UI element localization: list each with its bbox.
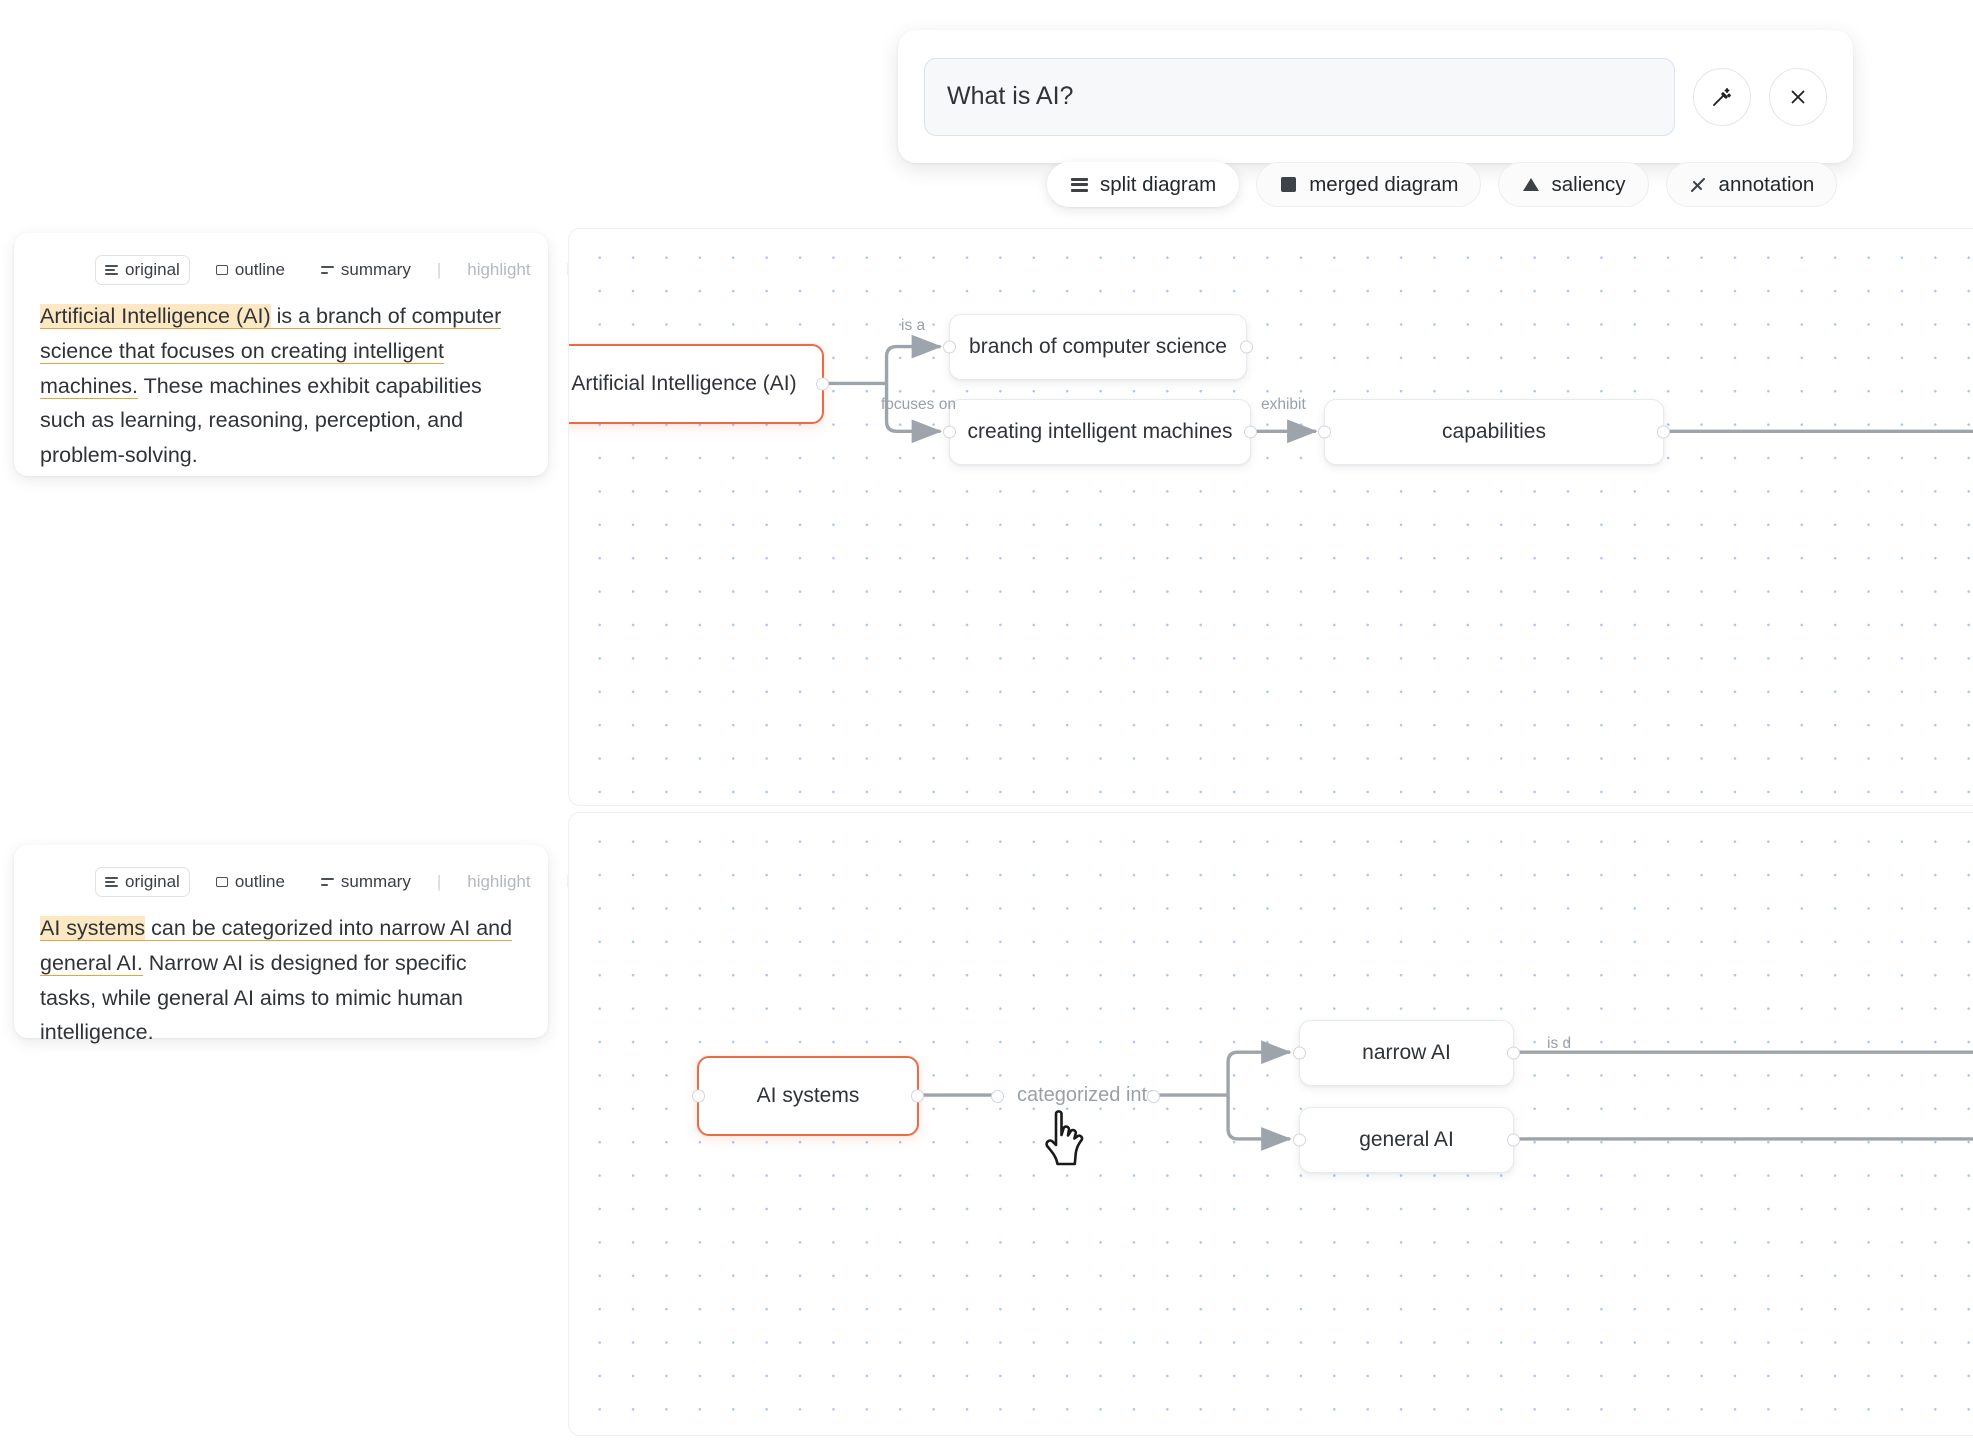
summary-lines-icon	[320, 878, 334, 886]
plain-text: Narrow AI is designed for specific tasks…	[40, 950, 467, 1045]
card-text: Artificial Intelligence (AI) is a branch…	[40, 299, 522, 473]
pen-slash-icon	[1689, 175, 1708, 194]
node-handle-left[interactable]	[943, 425, 956, 439]
mountain-icon	[1521, 175, 1540, 194]
text-card: original outline summary | highlight hid…	[14, 845, 599, 1044]
card-tabs: original outline summary | highlight hid…	[40, 867, 599, 897]
card-text: AI systems can be categorized into narro…	[40, 911, 522, 1050]
node-handle-left[interactable]	[1318, 425, 1331, 439]
node-label: capabilities	[1442, 420, 1546, 443]
edge-wires	[818, 334, 1973, 444]
diagram-canvas-split-1[interactable]: Artificial Intelligence (AI) branch of c…	[568, 228, 1973, 806]
mode-toolbar: split diagram merged diagram saliency an…	[1047, 162, 1838, 207]
node-handle-left[interactable]	[1293, 1133, 1306, 1147]
generate-button[interactable]	[1693, 67, 1751, 126]
summary-lines-icon	[320, 266, 334, 274]
node-handle-right[interactable]	[1240, 340, 1253, 354]
tab-saliency-label: saliency	[1551, 172, 1626, 196]
tab-outline-label: outline	[234, 872, 285, 891]
tab-outline[interactable]: outline	[206, 255, 295, 285]
diagram-canvas-split-2[interactable]: AI systems categorized into narrow AI ge…	[568, 812, 1973, 1436]
underlined-text[interactable]: can be categorized into narrow AI and ge…	[40, 916, 513, 976]
tab-split-diagram[interactable]: split diagram	[1047, 162, 1240, 207]
edge-label-is-a: is a	[901, 317, 926, 334]
node-handle-right[interactable]	[1507, 1046, 1520, 1060]
node-label: general AI	[1359, 1128, 1454, 1151]
plain-text: These machines exhibit capabilities such…	[40, 373, 482, 468]
tab-original[interactable]: original	[95, 867, 190, 897]
node-handle-right[interactable]	[1507, 1133, 1520, 1147]
search-input[interactable]	[924, 57, 1675, 136]
action-highlight-label: highlight	[467, 260, 531, 279]
tab-outline-label: outline	[234, 260, 285, 279]
text-card: original outline summary | highlight hid…	[14, 233, 599, 476]
tab-merged-diagram[interactable]: merged diagram	[1256, 162, 1482, 207]
search-bar	[898, 30, 1853, 163]
tab-split-diagram-label: split diagram	[1100, 172, 1217, 196]
tab-original-label: original	[125, 260, 180, 279]
highlighted-phrase[interactable]: AI systems	[40, 916, 146, 941]
node-label: AI systems	[756, 1084, 860, 1107]
action-highlight-label: highlight	[467, 872, 531, 891]
node-artificial-intelligence[interactable]: Artificial Intelligence (AI)	[569, 344, 829, 424]
node-handle-left[interactable]	[1293, 1046, 1306, 1060]
tab-summary[interactable]: summary	[311, 867, 421, 897]
action-highlight[interactable]: highlight	[457, 867, 540, 897]
tab-saliency[interactable]: saliency	[1498, 162, 1649, 207]
square-icon	[1279, 175, 1298, 194]
lines-icon	[105, 265, 118, 275]
tab-separator: |	[436, 260, 442, 279]
card-tabs: original outline summary | highlight hid…	[40, 255, 599, 285]
tab-summary-label: summary	[340, 260, 411, 279]
node-handle-left[interactable]	[943, 340, 956, 354]
node-handle-left[interactable]	[692, 1089, 705, 1103]
close-button[interactable]	[1769, 67, 1827, 126]
relay-handle-left[interactable]	[991, 1090, 1004, 1103]
underlined-text[interactable]: is a branch of computer science that foc…	[40, 304, 502, 399]
tab-original-label: original	[125, 872, 180, 891]
tab-annotation[interactable]: annotation	[1665, 162, 1838, 207]
edge-label-exhibit: exhibit	[1261, 396, 1306, 413]
node-capabilities[interactable]: capabilities	[1318, 399, 1670, 465]
node-creating-intelligent-machines[interactable]: creating intelligent machines	[943, 399, 1257, 465]
relay-handle-right[interactable]	[1147, 1090, 1160, 1103]
rows-icon	[1070, 175, 1089, 194]
edge-label-focuses-on: focuses on	[881, 396, 956, 413]
node-handle-right[interactable]	[911, 1089, 924, 1103]
tab-summary[interactable]: summary	[311, 255, 421, 285]
close-icon	[1787, 86, 1809, 108]
node-label: branch of computer science	[969, 335, 1227, 358]
tab-summary-label: summary	[340, 872, 411, 891]
node-narrow-ai[interactable]: narrow AI	[1293, 1020, 1520, 1086]
node-handle-right[interactable]	[1657, 425, 1670, 439]
node-ai-systems[interactable]: AI systems	[692, 1056, 924, 1136]
node-branch-of-computer-science[interactable]: branch of computer science	[943, 314, 1253, 380]
node-label: narrow AI	[1362, 1041, 1451, 1064]
node-handle-right[interactable]	[816, 377, 829, 391]
tab-original[interactable]: original	[95, 255, 190, 285]
highlighted-phrase[interactable]: Artificial Intelligence (AI)	[40, 304, 271, 329]
edge-label-is-designed: is d	[1547, 1035, 1572, 1052]
lines-icon	[105, 877, 118, 887]
outline-square-icon	[215, 265, 228, 275]
tab-outline[interactable]: outline	[206, 867, 295, 897]
magic-wand-icon	[1710, 85, 1734, 109]
tab-merged-diagram-label: merged diagram	[1309, 172, 1459, 196]
tab-separator: |	[436, 872, 442, 891]
edge-label-categorized-into: categorized into	[1017, 1084, 1159, 1106]
tab-annotation-label: annotation	[1718, 172, 1815, 196]
outline-square-icon	[215, 877, 228, 887]
node-general-ai[interactable]: general AI	[1293, 1107, 1520, 1173]
node-label: creating intelligent machines	[967, 420, 1233, 443]
action-highlight[interactable]: highlight	[457, 255, 540, 285]
node-handle-right[interactable]	[1244, 425, 1257, 439]
node-label: Artificial Intelligence (AI)	[571, 372, 797, 395]
